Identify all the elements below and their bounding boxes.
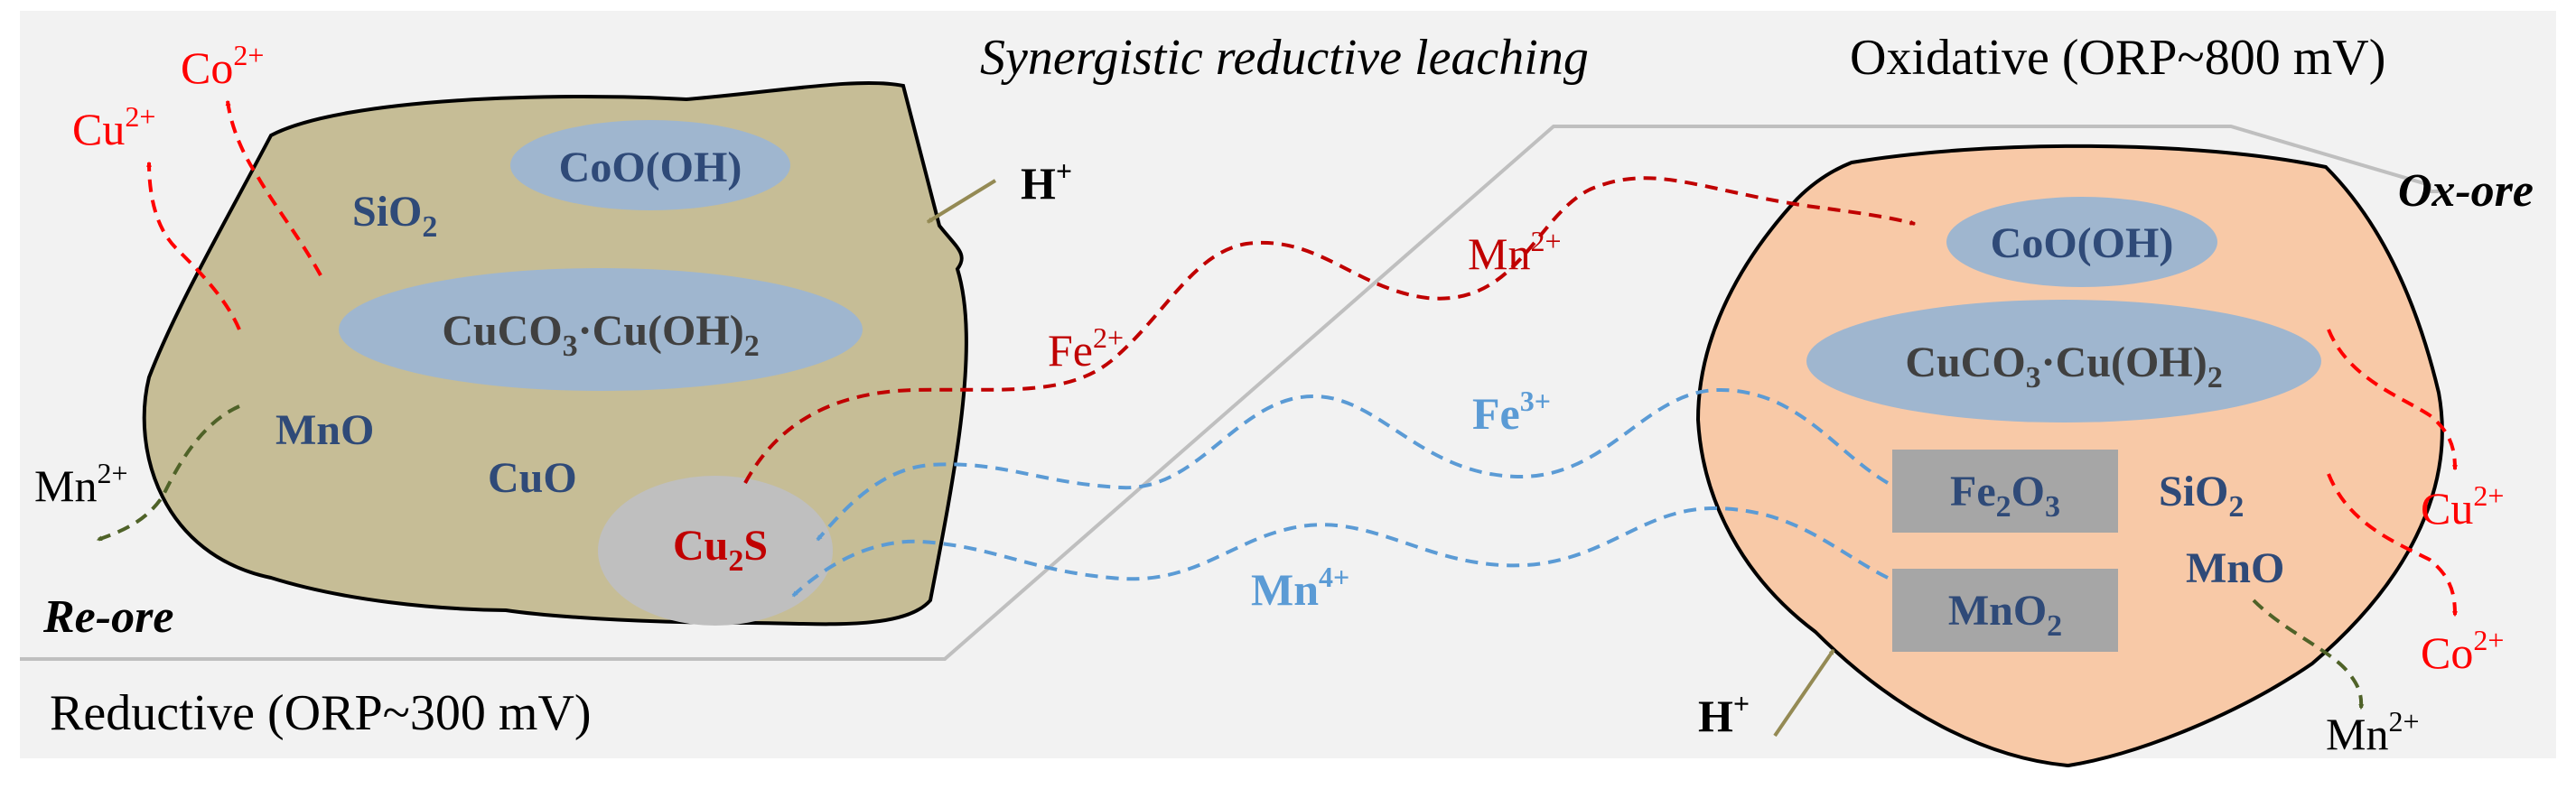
- re-cu-ion-label: Cu2+: [72, 100, 155, 154]
- diagram-title: Synergistic reductive leaching: [980, 30, 1589, 86]
- re-cu-release-arrow: [146, 161, 241, 330]
- re-h-plus-arrow: [926, 179, 997, 224]
- re-mno-label: MnO: [275, 406, 374, 454]
- re-cooh-ellipse: [510, 120, 790, 210]
- fe3-transfer-label: Fe3+: [1472, 385, 1551, 439]
- ox-h-plus-arrow: [1773, 648, 1835, 738]
- re-co-ion-label: Co2+: [181, 39, 264, 93]
- re-malachite-ellipse: [339, 268, 863, 391]
- ox-mno-label: MnO: [2186, 544, 2284, 592]
- ox-cu-ion-label: Cu2+: [2421, 479, 2504, 534]
- mn2-transfer-label: Mn2+: [1468, 225, 1562, 279]
- ox-fe2o3-label: Fe2O3: [1950, 468, 2060, 524]
- re-ore-label: Re-ore: [42, 591, 173, 643]
- re-cu2s-ellipse: [598, 476, 833, 626]
- re-mn-release-arrow: [96, 404, 240, 542]
- ox-mno2-box: [1892, 569, 2118, 652]
- ox-malachite-label: CuCO3·Cu(OH)2: [1905, 339, 2222, 394]
- mn2-fe2-transfer-arrow: [743, 176, 1917, 484]
- ox-cu-release-arrow: [2327, 329, 2458, 471]
- ox-co-ion-label: Co2+: [2421, 624, 2504, 678]
- re-malachite-label: CuCO3·Cu(OH)2: [442, 307, 759, 363]
- ox-ore-label: Ox-ore: [2398, 165, 2534, 217]
- ox-mno2-label: MnO2: [1948, 587, 2062, 643]
- oxidative-region-label: Oxidative (ORP~800 mV): [1850, 30, 2385, 86]
- fe2-transfer-label: Fe2+: [1048, 321, 1124, 376]
- ox-mn-release-arrow: [2252, 599, 2365, 710]
- re-h-plus-label: H+: [1021, 154, 1072, 209]
- reductive-region-label: Reductive (ORP~300 mV): [50, 685, 592, 741]
- mn4-transfer-arrow: [791, 506, 1889, 598]
- ox-co-release-arrow: [2327, 473, 2458, 617]
- re-cu2s-label: Cu2S: [673, 522, 768, 578]
- ox-cooh-ellipse: [1946, 197, 2217, 287]
- fe3-transfer-arrow: [816, 387, 1890, 542]
- ox-sio2-label: SiO2: [2159, 468, 2244, 524]
- re-cooh-label: CoO(OH): [559, 144, 742, 191]
- re-cuo-label: CuO: [488, 454, 577, 502]
- region-divider: [20, 125, 2439, 661]
- ox-mn-ion-label: Mn2+: [2326, 705, 2420, 759]
- ox-cooh-label: CoO(OH): [1991, 219, 2174, 267]
- ox-h-plus-label: H+: [1698, 687, 1750, 741]
- re-mn-ion-label: Mn2+: [34, 457, 128, 511]
- ox-fe2o3-box: [1892, 450, 2118, 533]
- mn4-transfer-label: Mn4+: [1251, 561, 1349, 615]
- re-sio2-label: SiO2: [352, 188, 437, 244]
- re-co-release-arrow: [225, 99, 322, 276]
- ox-malachite-ellipse: [1806, 300, 2321, 422]
